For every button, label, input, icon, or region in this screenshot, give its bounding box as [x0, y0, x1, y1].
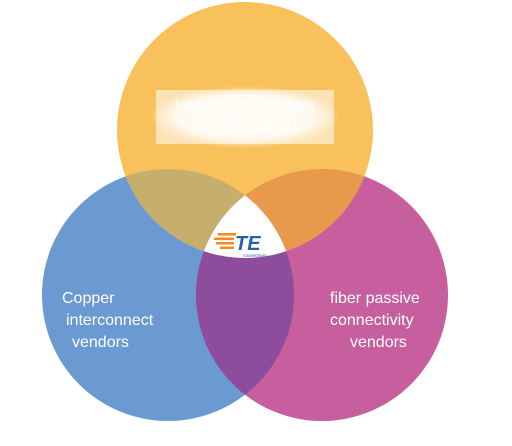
- overlap-transceiver-fiber: [196, 169, 373, 258]
- te-logo-stripes-icon: [214, 233, 236, 250]
- te-logo-subtext: connectivity: [243, 253, 267, 258]
- overlap-transceiver-copper: [117, 169, 294, 258]
- label-copper-line-1: Copper: [62, 290, 115, 307]
- label-transceiver-line-1: transceiver vendors: [175, 97, 315, 114]
- label-fiber-line-1: fiber passive: [330, 290, 420, 307]
- label-transceiver-line-2: - active optical: [194, 117, 296, 134]
- te-logo: TE connectivity: [214, 233, 268, 258]
- label-copper-line-2: interconnect: [66, 312, 154, 329]
- label-fiber-line-2: connectivity: [330, 312, 414, 329]
- te-logo-mark: TE: [235, 233, 261, 255]
- center-region: [196, 169, 294, 258]
- label-box: [156, 90, 334, 144]
- label-copper-line-3: vendors: [72, 334, 129, 351]
- label-fiber-line-3: vendors: [350, 334, 407, 351]
